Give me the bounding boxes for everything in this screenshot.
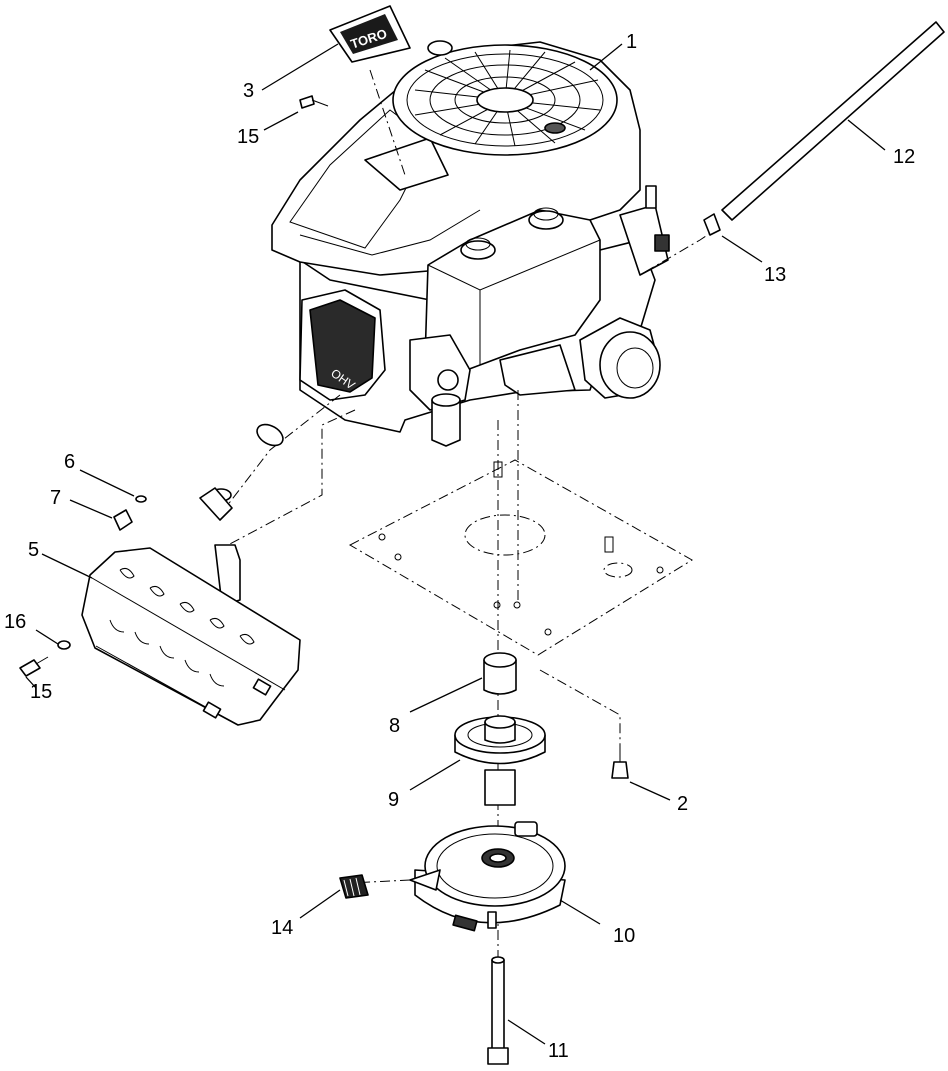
toro-decal: TORO [329, 5, 411, 63]
fuel-line [721, 21, 945, 221]
callout-11: 11 [548, 1040, 569, 1062]
callout-15-upper: 15 [237, 126, 259, 148]
callout-9: 9 [388, 789, 399, 811]
callout-6: 6 [64, 451, 75, 473]
callout-7: 7 [50, 487, 61, 509]
hardware-part-6-7 [113, 487, 233, 531]
callout-5: 5 [28, 539, 39, 561]
callout-14: 14 [271, 917, 293, 939]
callout-12: 12 [893, 146, 915, 168]
bolt-part-2 [611, 745, 629, 779]
clutch-connector [339, 874, 369, 899]
bolt-part-15-upper [299, 95, 329, 109]
callout-16: 16 [4, 611, 26, 633]
spacer [483, 652, 517, 695]
mounting-deck-plate [348, 459, 693, 656]
exhaust-gasket [256, 423, 284, 447]
engine-assembly: OHV [271, 40, 670, 447]
callout-13: 13 [764, 264, 786, 286]
callout-8: 8 [389, 715, 400, 737]
callout-labels: 1 2 3 5 6 7 8 9 10 11 12 13 14 15 15 16 [4, 31, 915, 1062]
callout-3: 3 [243, 80, 254, 102]
hose-clamp [703, 213, 721, 236]
muffler [81, 544, 301, 726]
pto-clutch [409, 821, 566, 932]
bolt-part-15-lower [19, 656, 49, 677]
callout-leaders [25, 43, 886, 1045]
pulley [454, 715, 546, 806]
callout-2: 2 [677, 793, 688, 815]
callout-10: 10 [613, 925, 635, 947]
callout-15-lower: 15 [30, 681, 52, 703]
callout-1: 1 [626, 31, 637, 53]
washer-part-16 [57, 640, 71, 650]
clutch-bolt [487, 956, 509, 1065]
